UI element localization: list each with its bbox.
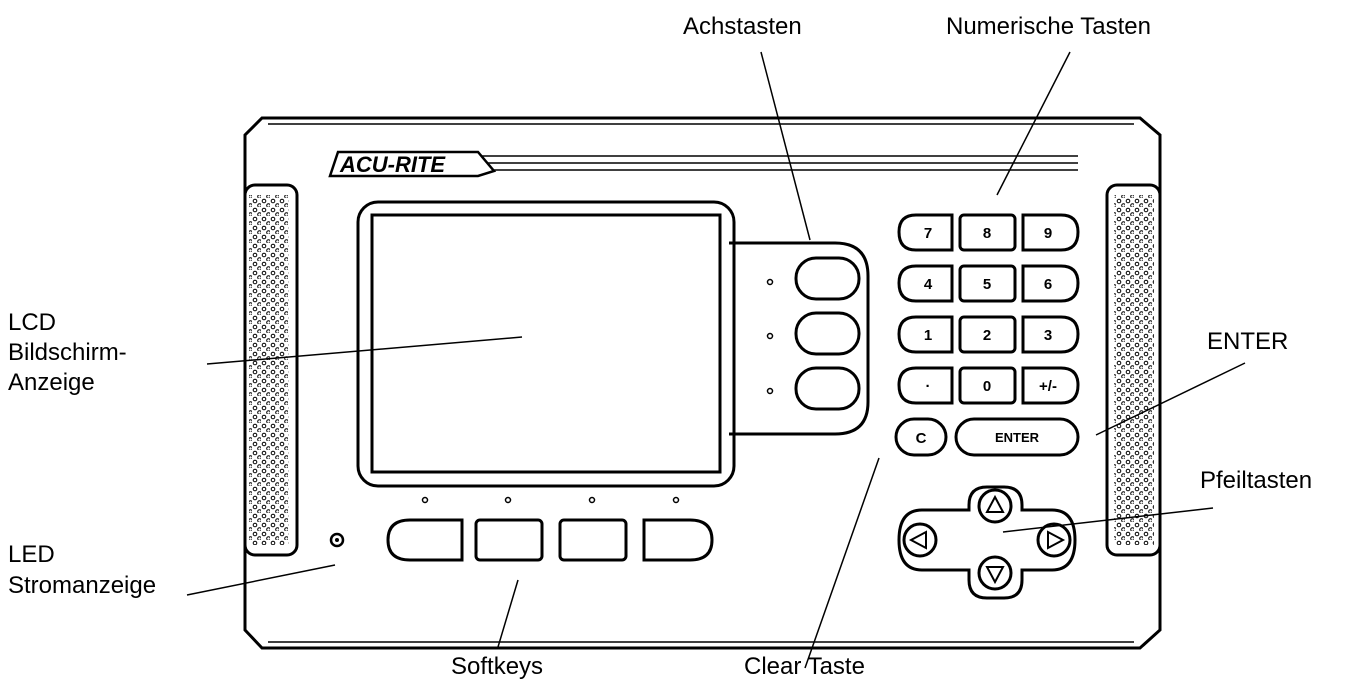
- label-numerische-tasten: Numerische Tasten: [946, 13, 1151, 40]
- label-softkeys: Softkeys: [451, 653, 544, 680]
- axis-key-2[interactable]: [794, 311, 861, 356]
- brand-text: ACU-RITE: [339, 152, 446, 177]
- arrow-keys: [897, 485, 1077, 600]
- softkey-4[interactable]: [642, 518, 714, 562]
- enter-key[interactable]: ENTER: [954, 417, 1080, 457]
- leader-enter: [1095, 362, 1246, 436]
- svg-text:2: 2: [983, 327, 991, 344]
- label-achstasten: Achstasten: [683, 13, 802, 40]
- leader-achstasten: [760, 51, 811, 241]
- svg-text:C: C: [916, 430, 927, 447]
- leader-clear: [804, 457, 880, 669]
- lcd-screen: [356, 200, 736, 488]
- axis-key-1[interactable]: [794, 256, 861, 301]
- down-arrow-icon: [985, 566, 1005, 585]
- brand-logo: ACU-RITE: [328, 150, 1078, 178]
- power-led: [329, 532, 345, 548]
- label-pfeiltasten: Pfeiltasten: [1200, 467, 1313, 494]
- label-enter: ENTER: [1207, 328, 1289, 355]
- arrow-up-key[interactable]: [977, 488, 1013, 524]
- key-0[interactable]: 0: [958, 366, 1017, 405]
- svg-text:5: 5: [983, 276, 991, 293]
- leader-softkeys: [497, 579, 519, 648]
- label-lcd-line2: Bildschirm-: [8, 339, 127, 366]
- key-5[interactable]: 5: [958, 264, 1017, 303]
- clear-key[interactable]: C: [894, 417, 948, 457]
- label-led-line2: Stromanzeige: [8, 572, 157, 599]
- right-arrow-icon: [1047, 530, 1066, 550]
- leader-pfeiltasten: [1002, 507, 1214, 533]
- leader-lcd: [206, 336, 523, 365]
- key-2[interactable]: 2: [958, 315, 1017, 354]
- key-4[interactable]: 4: [897, 264, 954, 303]
- svg-text:7: 7: [924, 225, 932, 242]
- softkey-3[interactable]: [558, 518, 628, 562]
- svg-text:1: 1: [924, 327, 932, 344]
- svg-text:·: ·: [926, 378, 931, 395]
- label-lcd-line3: Anzeige: [8, 369, 95, 396]
- leader-led: [186, 564, 336, 596]
- arrow-right-key[interactable]: [1036, 522, 1072, 558]
- softkey-1[interactable]: [386, 518, 464, 562]
- leader-numerische-tasten: [996, 51, 1071, 196]
- label-lcd-line1: LCD: [8, 309, 57, 336]
- svg-text:8: 8: [983, 225, 991, 242]
- softkey-2[interactable]: [474, 518, 544, 562]
- svg-text:4: 4: [924, 276, 933, 293]
- svg-text:0: 0: [983, 378, 991, 395]
- key-decimal[interactable]: ·: [897, 366, 954, 405]
- svg-text:3: 3: [1044, 327, 1052, 344]
- left-arrow-icon: [908, 530, 927, 550]
- key-3[interactable]: 3: [1021, 315, 1080, 354]
- key-plus-minus[interactable]: +/-: [1021, 366, 1080, 405]
- svg-text:6: 6: [1044, 276, 1052, 293]
- label-clear-taste: Clear Taste: [744, 653, 865, 680]
- up-arrow-icon: [985, 494, 1005, 513]
- arrow-left-key[interactable]: [902, 522, 938, 558]
- softkey-indicators: [421, 496, 680, 504]
- right-grip: [1105, 183, 1162, 557]
- leader-lines: [186, 51, 1246, 669]
- axis-key-3[interactable]: [794, 366, 861, 411]
- svg-text:9: 9: [1044, 225, 1052, 242]
- svg-text:ENTER: ENTER: [995, 430, 1040, 445]
- numeric-keypad: 7 8 9 4 5 6 1 2: [894, 213, 1080, 457]
- arrow-down-key[interactable]: [977, 555, 1013, 591]
- key-7[interactable]: 7: [897, 213, 954, 252]
- key-9[interactable]: 9: [1021, 213, 1080, 252]
- key-6[interactable]: 6: [1021, 264, 1080, 303]
- left-grip: [243, 183, 299, 557]
- axis-key-panel: [729, 241, 870, 436]
- key-1[interactable]: 1: [897, 315, 954, 354]
- svg-text:+/-: +/-: [1039, 378, 1057, 395]
- label-led-line1: LED: [8, 541, 55, 568]
- key-8[interactable]: 8: [958, 213, 1017, 252]
